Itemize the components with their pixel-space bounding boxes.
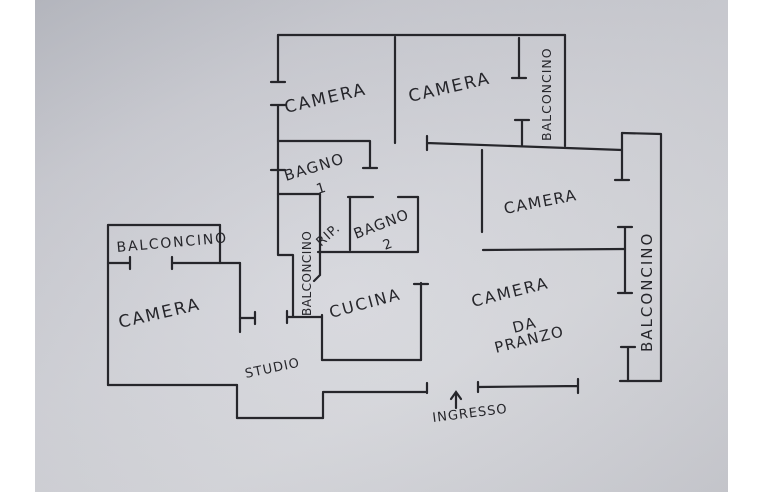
room-label-ingresso: INGRESSO (432, 402, 509, 426)
room-label-bagno1-number: 1 (314, 180, 327, 198)
room-label-dining-line2: DA (511, 313, 539, 336)
room-label-studio: STUDIO (244, 356, 302, 382)
room-label-camera-top-right: CAMERA (407, 69, 493, 107)
room-label-balconcino-middle: BALCONCINO (300, 231, 314, 316)
room-label-bagno1: BAGNO (282, 149, 347, 184)
room-label-ripostiglio: RIP. (314, 221, 344, 250)
room-label-balconcino-left: BALCONCINO (116, 230, 229, 256)
room-label-dining-line1: CAMERA (469, 273, 551, 311)
room-label-camera-right: CAMERA (502, 186, 578, 218)
room-label-camera-left: CAMERA (117, 295, 203, 333)
room-label-camera-top-left: CAMERA (283, 80, 369, 118)
room-label-balconcino-right: BALCONCINO (638, 232, 656, 352)
paper-sheet (35, 0, 728, 492)
walls (106, 33, 663, 420)
room-label-balconcino-top-right: BALCONCINO (539, 47, 554, 141)
room-label-cucina: CUCINA (327, 284, 403, 321)
entrance-arrow-icon (449, 390, 463, 410)
